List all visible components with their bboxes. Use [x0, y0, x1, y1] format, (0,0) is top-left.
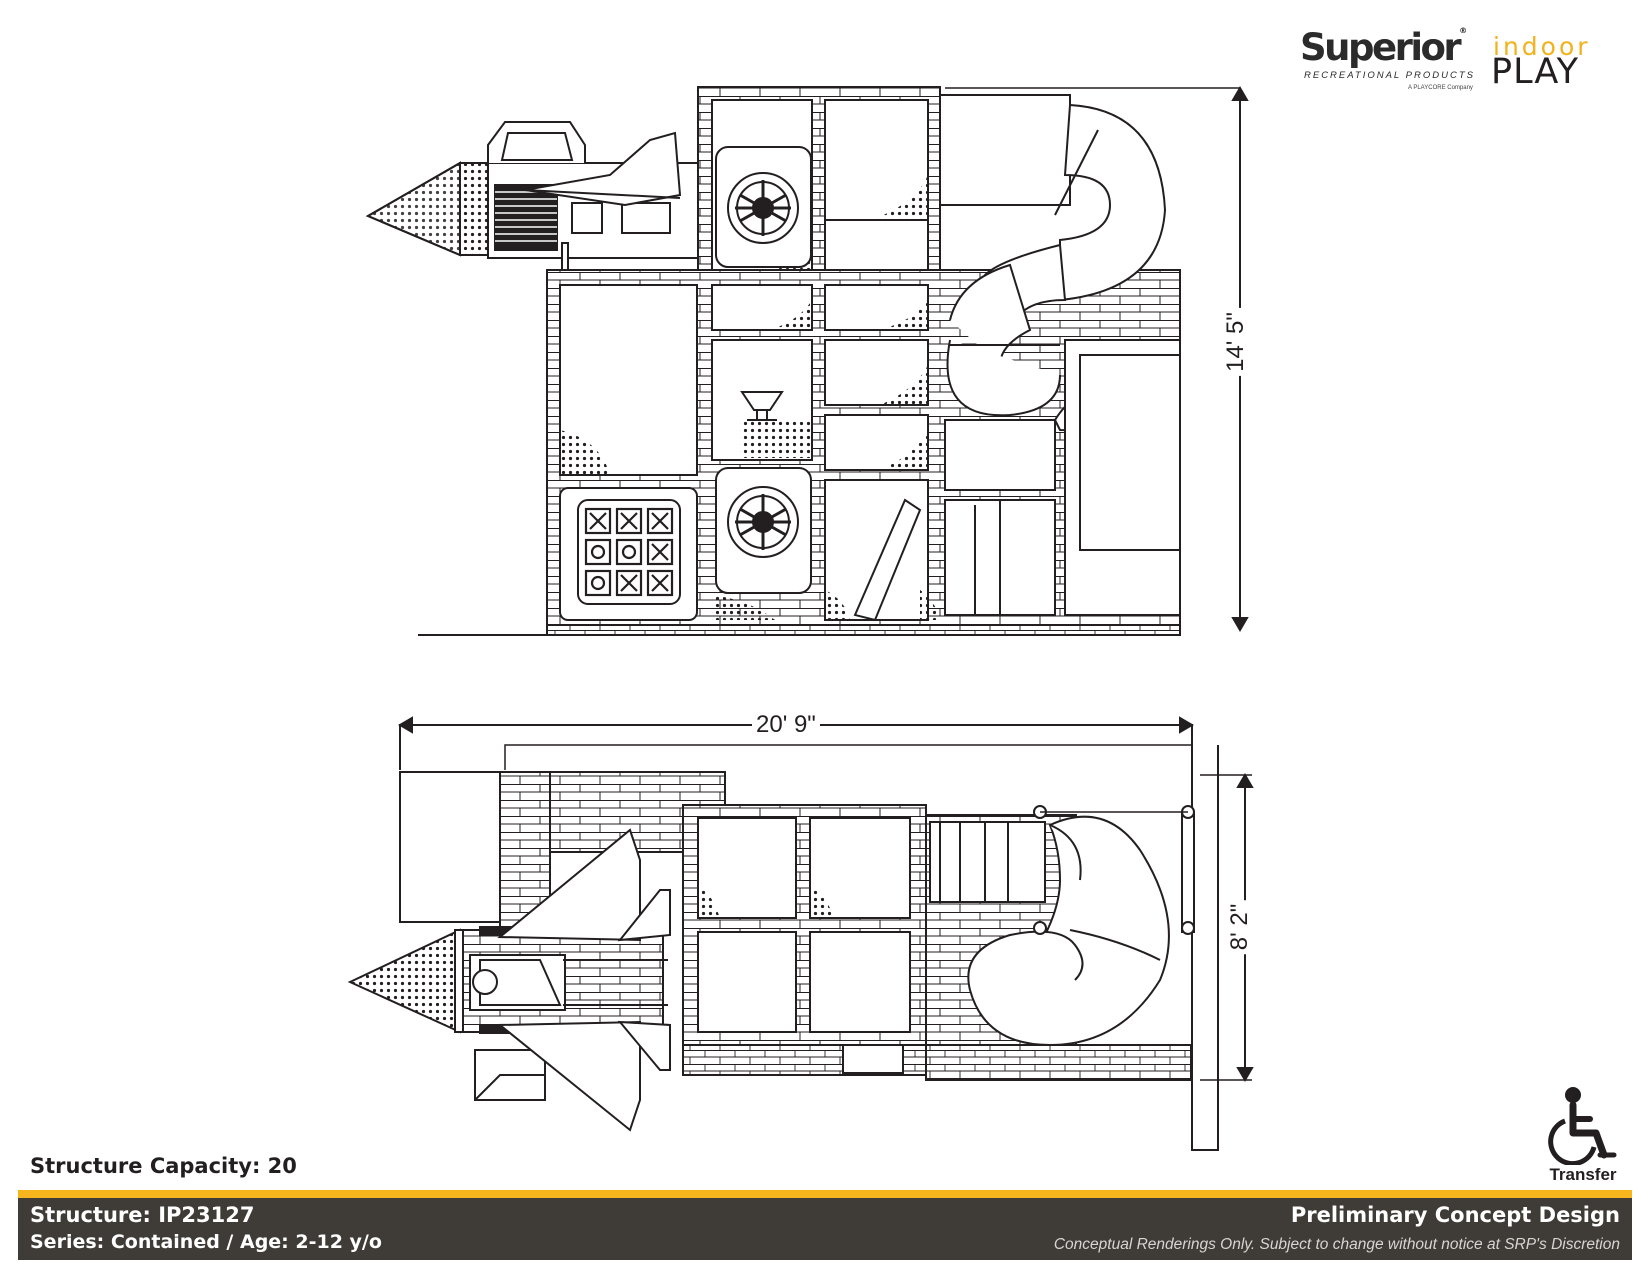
- design-status: Preliminary Concept Design: [1290, 1203, 1620, 1227]
- product-line-indoor: indoor: [1493, 32, 1591, 61]
- plan-view: [347, 724, 1219, 1151]
- depth-dimension-label: 8' 2": [1226, 899, 1253, 955]
- series-age: Series: Contained / Age: 2-12 y/o: [30, 1231, 382, 1253]
- width-dimension-label: 20' 9": [752, 713, 820, 737]
- tic-tac-toe-panel: [559, 487, 698, 621]
- height-dimension-label: 14' 5": [1222, 308, 1249, 376]
- brand-name: Superior®: [1300, 26, 1468, 69]
- brand-subtitle: RECREATIONAL PRODUCTS: [1304, 70, 1475, 81]
- accessibility-badge: Transfer: [1538, 1085, 1628, 1185]
- footer-accent-stripe: [18, 1190, 1632, 1198]
- rocket-nose-front: [365, 161, 489, 257]
- disclaimer: Conceptual Renderings Only. Subject to c…: [1053, 1236, 1620, 1253]
- footer-bar: Structure: IP23127 Series: Contained / A…: [18, 1198, 1632, 1260]
- cockpit-module-front: [487, 121, 699, 272]
- front-elevation: [365, 86, 1181, 636]
- wheelchair-icon: [1548, 1087, 1617, 1167]
- spiral-slide-front: [939, 94, 1181, 616]
- spiral-slide-plan: [925, 805, 1195, 1081]
- accessibility-label: Transfer: [1549, 1165, 1617, 1184]
- rocket-nose-plan: [347, 928, 464, 1034]
- brand-logo: Superior® RECREATIONAL PRODUCTS A PLAYCO…: [1300, 26, 1630, 106]
- structure-capacity: Structure Capacity: 20: [30, 1154, 297, 1178]
- product-line-play: PLAY: [1491, 52, 1580, 92]
- brand-tagline: A PLAYCORE Company: [1408, 85, 1473, 91]
- structure-id: Structure: IP23127: [30, 1203, 255, 1227]
